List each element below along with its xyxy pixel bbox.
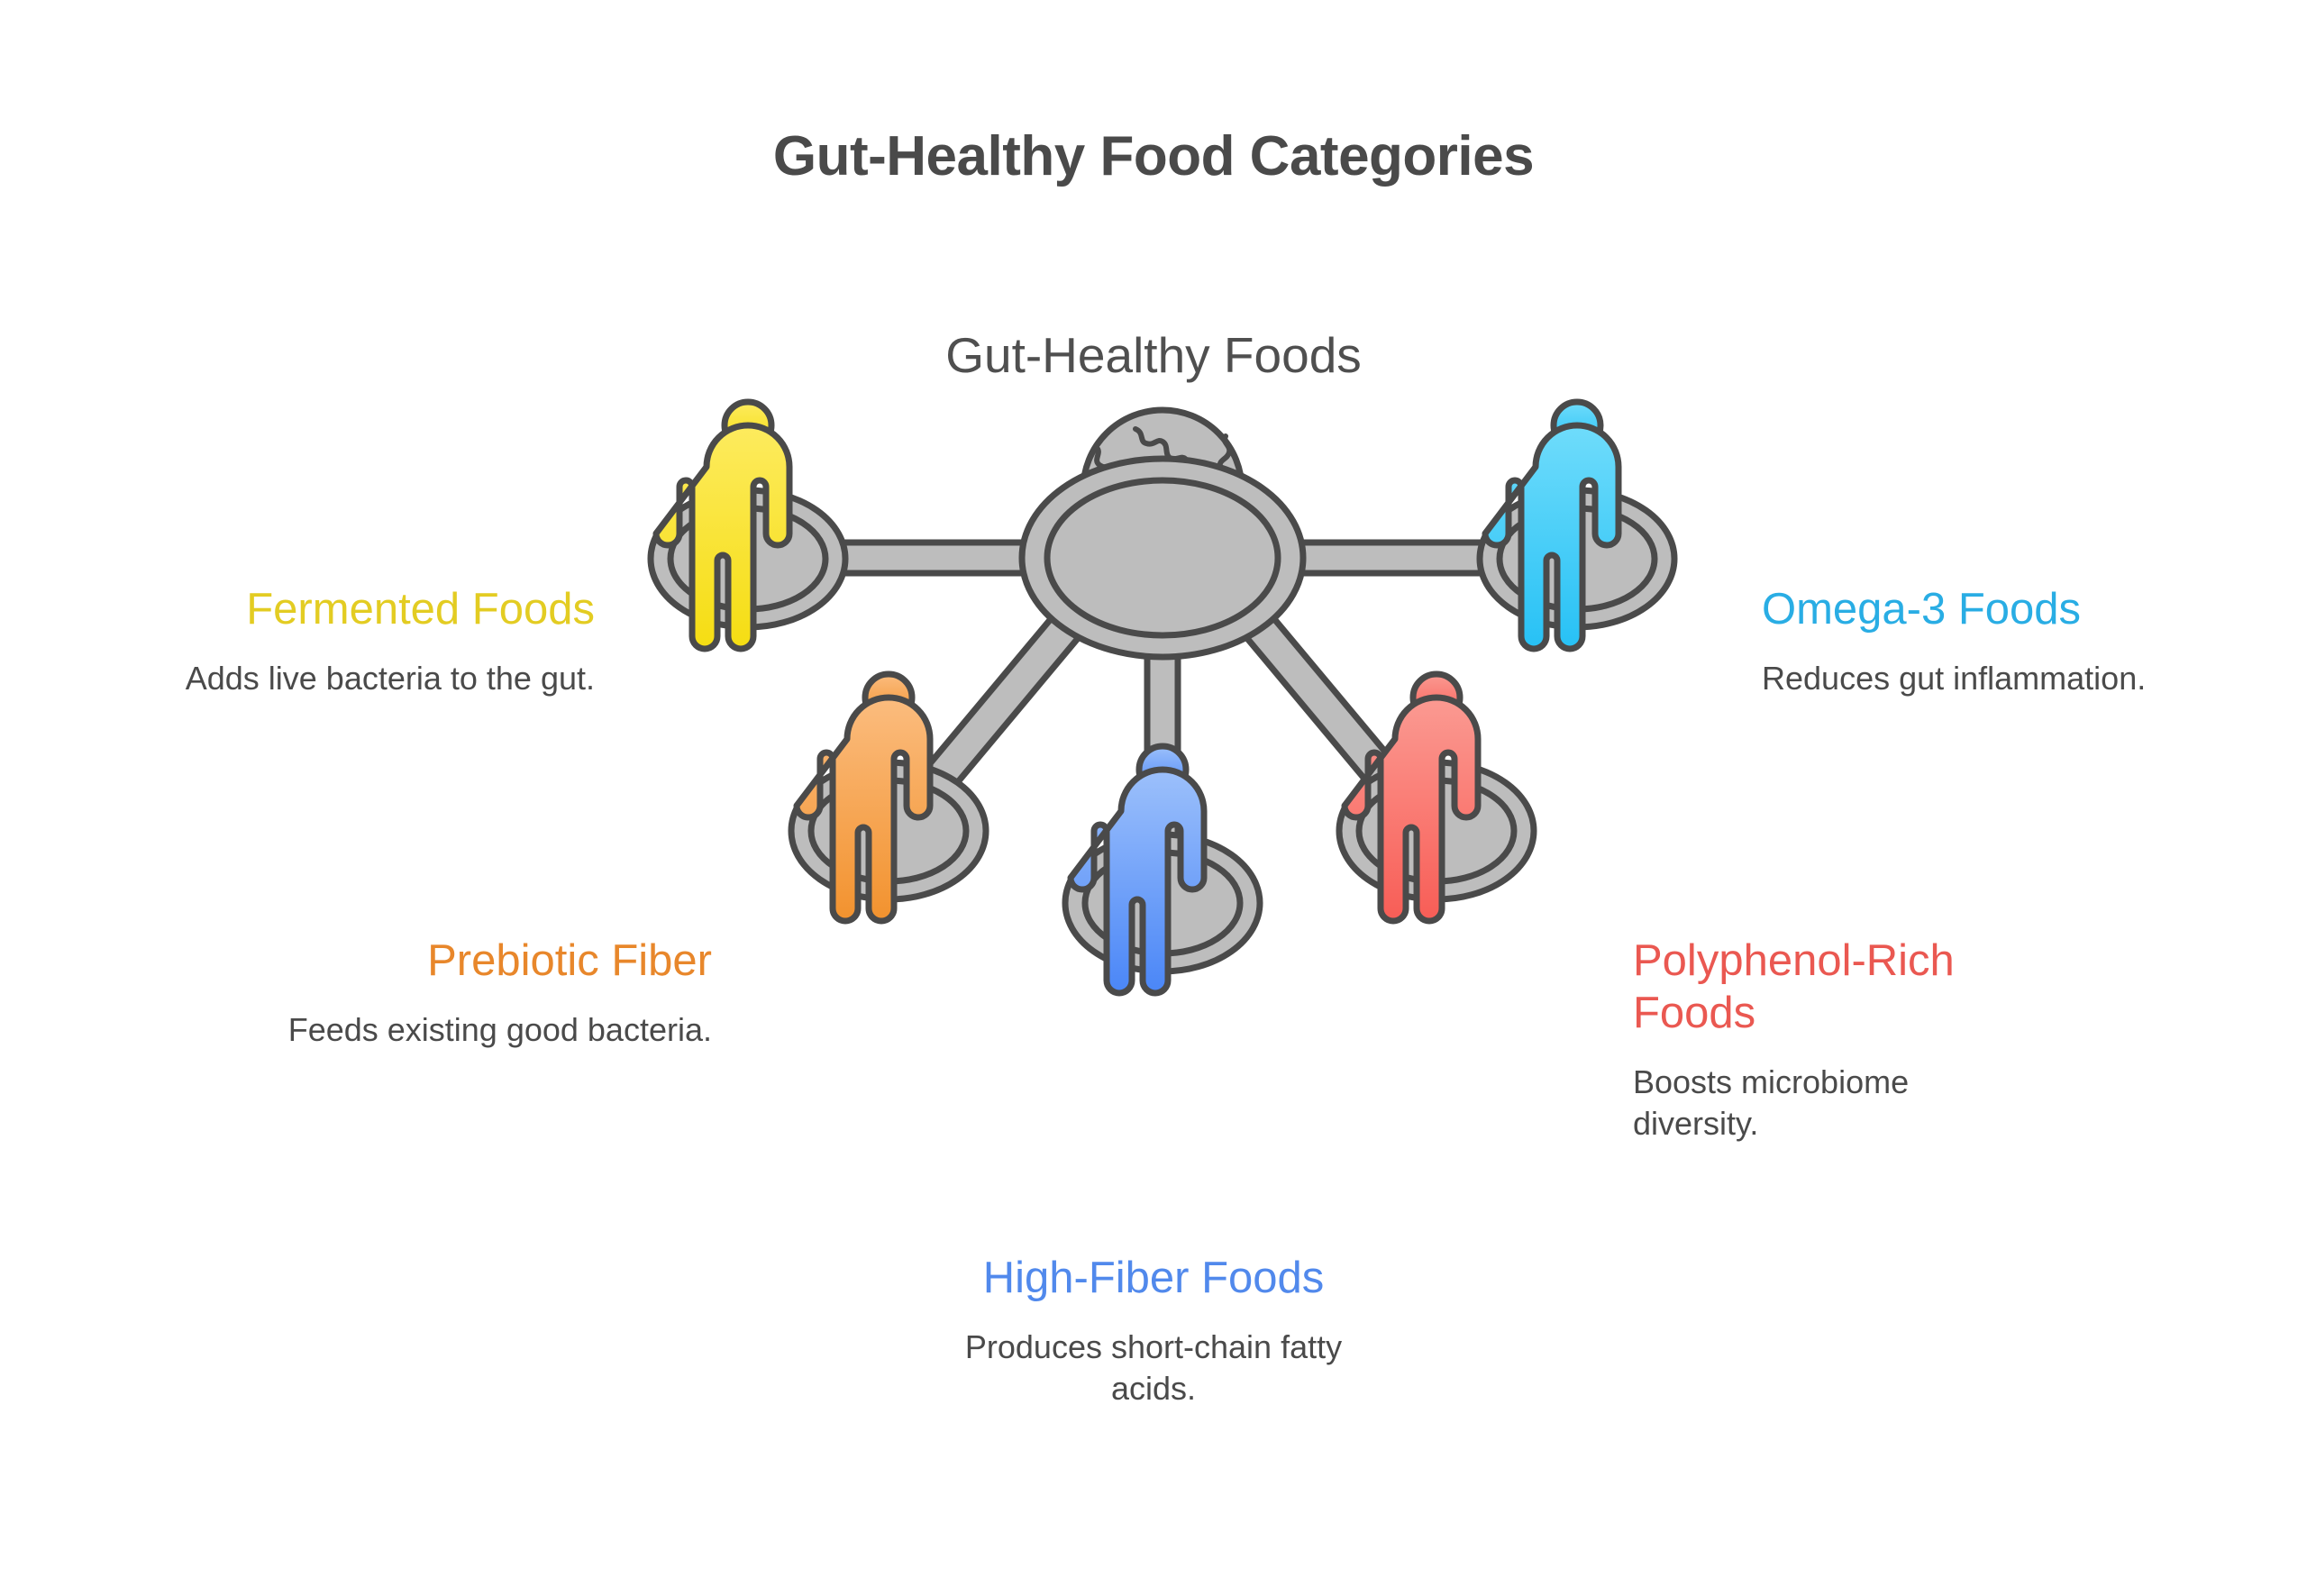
- node-title-omega3: Omega-3 Foods: [1762, 585, 2082, 634]
- hub-and-spoke-diagram: [631, 388, 1694, 1176]
- node-desc-polyphenol: Boosts microbiome diversity.: [1633, 1062, 1910, 1142]
- node-title-prebiotic: Prebiotic Fiber: [427, 936, 712, 985]
- node-desc-fermented: Adds live bacteria to the gut.: [185, 659, 595, 697]
- node-title-highfiber: High-Fiber Foods: [982, 1254, 1325, 1302]
- node-title-polyphenol: Polyphenol-Rich Foods: [1633, 936, 1955, 1037]
- center-hub: [1018, 455, 1307, 661]
- node-label-fermented: Fermented Foods Adds live bacteria to th…: [117, 584, 595, 699]
- node-fermented[interactable]: [647, 402, 849, 649]
- node-prebiotic[interactable]: [788, 674, 989, 921]
- node-desc-omega3: Reduces gut inflammation.: [1762, 659, 2147, 697]
- node-polyphenol[interactable]: [1336, 674, 1537, 921]
- page-title: Gut-Healthy Food Categories: [772, 125, 1535, 187]
- node-label-polyphenol: Polyphenol-Rich Foods Boosts microbiome …: [1633, 935, 2029, 1145]
- node-omega3[interactable]: [1476, 402, 1678, 649]
- node-label-prebiotic: Prebiotic Fiber Feeds existing good bact…: [162, 935, 712, 1051]
- node-title-fermented: Fermented Foods: [246, 585, 595, 634]
- node-desc-prebiotic: Feeds existing good bacteria.: [287, 1010, 712, 1048]
- node-desc-highfiber: Produces short-chain fatty acids.: [964, 1327, 1343, 1407]
- center-node-label: Gut-Healthy Foods: [945, 327, 1362, 383]
- node-label-omega3: Omega-3 Foods Reduces gut inflammation.: [1762, 584, 2230, 699]
- node-highfiber[interactable]: [1062, 746, 1263, 993]
- node-label-highfiber: High-Fiber Foods Produces short-chain fa…: [919, 1253, 1388, 1409]
